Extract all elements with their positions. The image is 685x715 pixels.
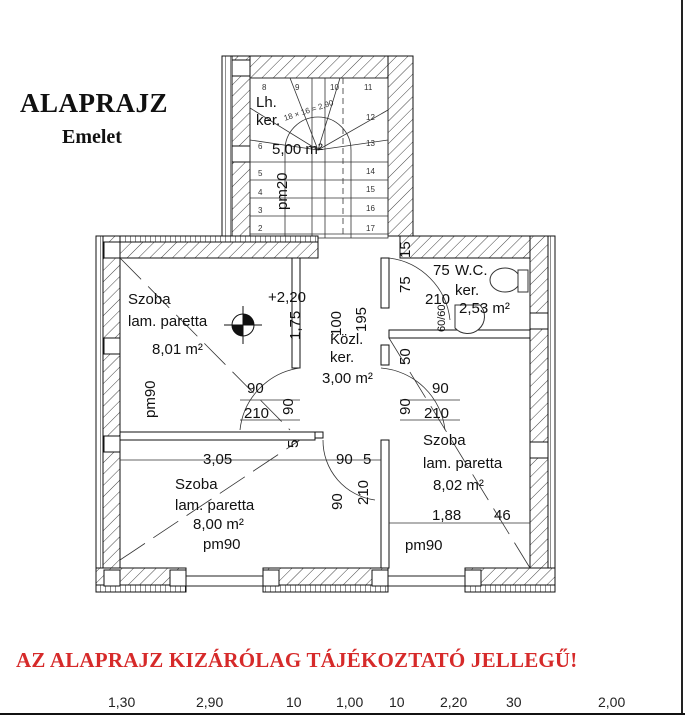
dim-5b: 5 [363, 451, 372, 468]
room-stair-area: 5,00 m² [272, 141, 323, 158]
page-edge [681, 0, 683, 713]
door2-width: 90 [432, 380, 449, 397]
room1-area: 8,01 m² [152, 341, 203, 358]
room-corridor-area: 3,00 m² [322, 370, 373, 387]
dim-6060: 60/60 [436, 304, 448, 332]
bottom-dim: 1,00 [336, 694, 364, 710]
room2-name: Szoba [175, 476, 218, 493]
stair-tower-walls [221, 55, 414, 237]
room1-floor: lam. paretta [128, 313, 208, 330]
step-number: 5 [258, 169, 263, 178]
room2-area: 8,00 m² [193, 516, 244, 533]
room-wc-name: W.C. [455, 262, 488, 279]
bottom-dim: 2,90 [196, 694, 224, 710]
disclaimer-text: AZ ALAPRAJZ KIZÁRÓLAG TÁJÉKOZTATÓ JELLEG… [16, 648, 578, 672]
room3-floor: lam. paretta [423, 455, 503, 472]
step-number: 11 [364, 83, 373, 92]
door3-height: 210 [355, 479, 372, 505]
level-label: +2,20 [268, 289, 306, 306]
step-number: 6 [258, 142, 263, 151]
sink-icon [454, 304, 485, 334]
bottom-dim: 10 [286, 694, 302, 710]
staircase [249, 77, 389, 239]
door1-width: 90 [247, 380, 264, 397]
floor-subtitle: Emelet [62, 126, 122, 148]
bottom-dim: 2,20 [440, 694, 468, 710]
bottom-dim: 1,30 [108, 694, 136, 710]
step-number: 13 [366, 139, 375, 148]
room3-ceiling: pm90 [405, 537, 443, 554]
room-stair-ceiling: pm20 [274, 172, 291, 210]
room-stair-type: ker. [256, 112, 281, 129]
step-number: 14 [366, 167, 375, 176]
door-swings [119, 257, 531, 569]
step-number: 12 [366, 113, 375, 122]
outer-walls [95, 235, 556, 593]
door1-side: 90 [280, 398, 297, 415]
room3-area: 8,02 m² [433, 477, 484, 494]
room-corridor-type: ker. [330, 349, 355, 366]
dim-305: 3,05 [203, 451, 233, 468]
bottom-dim: 10 [389, 694, 405, 710]
dim-46: 46 [494, 507, 511, 524]
door2-side: 90 [397, 398, 414, 415]
room-wc-type: ker. [455, 282, 480, 299]
room2-floor: lam. paretta [175, 497, 255, 514]
dim-195: 195 [353, 306, 370, 332]
interior-walls [119, 257, 531, 569]
step-number: 4 [258, 188, 263, 197]
room1-ceiling: pm90 [142, 380, 159, 418]
bottom-dim: 2,00 [598, 694, 626, 710]
bottom-dimension-strip: 1,30 2,90 10 1,00 10 2,20 30 2,00 [0, 692, 685, 715]
bottom-dim: 30 [506, 694, 522, 710]
step-number: 10 [330, 83, 339, 92]
door1-height: 210 [244, 405, 270, 422]
toilet-icon [489, 267, 529, 293]
room1-name: Szoba [128, 291, 171, 308]
dim-50: 50 [397, 348, 414, 365]
page-title: ALAPRAJZ [20, 88, 169, 118]
step-number: 17 [366, 224, 375, 233]
room-corridor-name: Közl. [330, 331, 364, 348]
level-marker-icon [224, 306, 262, 344]
room2-ceiling: pm90 [203, 536, 241, 553]
room-stair-name: Lh. [256, 94, 277, 111]
room3-name: Szoba [423, 432, 466, 449]
dim-15: 15 [397, 241, 414, 258]
dim-210-wc: 210 [425, 291, 451, 308]
step-number: 15 [366, 185, 375, 194]
step-number: 9 [295, 83, 300, 92]
dim-75a: 75 [433, 262, 450, 279]
door3-side: 90 [329, 493, 346, 510]
step-number: 2 [258, 224, 263, 233]
room-wc-area: 2,53 m² [459, 300, 510, 317]
door3-width: 90 [336, 451, 353, 468]
step-number: 16 [366, 204, 375, 213]
dim-75b: 75 [397, 276, 414, 293]
dim-100: 100 [328, 310, 345, 336]
dim-175: 1,75 [287, 310, 304, 340]
door2-height: 210 [424, 405, 450, 422]
step-number: 3 [258, 206, 263, 215]
dim-188: 1,88 [432, 507, 462, 524]
dim-5a: 5 [285, 439, 302, 448]
step-number: 8 [262, 83, 267, 92]
